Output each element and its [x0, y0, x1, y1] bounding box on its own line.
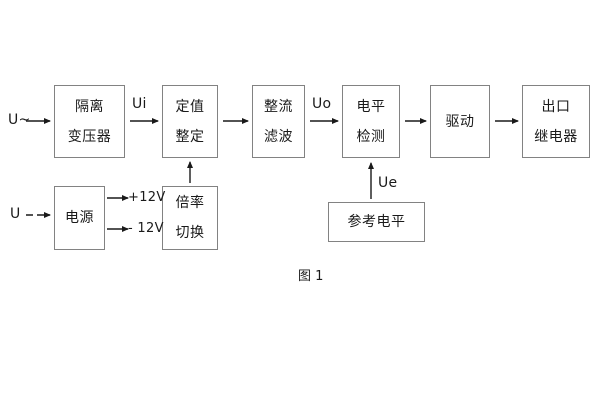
block-label-line: 滤波	[264, 128, 293, 145]
block-label-line: 整流	[264, 98, 293, 115]
block-setting-value[interactable]: 定值 整定	[162, 85, 218, 158]
block-label-line: 电源	[65, 210, 94, 226]
block-power-supply[interactable]: 电源	[54, 186, 105, 250]
block-label-line: 电平	[356, 98, 386, 115]
label-input-ac: U~	[8, 112, 31, 128]
block-label-line: 出口	[541, 98, 571, 115]
block-label-line: 驱动	[445, 113, 475, 130]
label-signal-ui: Ui	[132, 96, 147, 112]
figure-caption: 图 1	[298, 269, 324, 284]
block-drive[interactable]: 驱动	[430, 85, 490, 158]
label-rail-positive: +12V	[128, 190, 166, 205]
block-label-line: 检测	[356, 128, 386, 145]
block-reference-level[interactable]: 参考电平	[328, 202, 425, 242]
block-label-line: 整定	[175, 128, 205, 145]
block-isolation-transformer[interactable]: 隔离 变压器	[54, 85, 125, 158]
block-level-detection[interactable]: 电平 检测	[342, 85, 400, 158]
block-rectify-filter[interactable]: 整流 滤波	[252, 85, 305, 158]
block-label-line: 参考电平	[347, 214, 406, 230]
label-input-dc: U	[10, 206, 21, 222]
block-label-line: 倍率	[175, 195, 205, 211]
block-label-line: 隔离	[75, 98, 104, 115]
block-label-line: 继电器	[534, 128, 578, 145]
label-signal-ue: Ue	[378, 175, 398, 191]
label-rail-negative: - 12V	[128, 221, 164, 236]
block-multiplier-switch[interactable]: 倍率 切换	[162, 186, 218, 250]
block-label-line: 切换	[175, 225, 205, 241]
block-label-line: 定值	[175, 98, 205, 115]
block-output-relay[interactable]: 出口 继电器	[522, 85, 590, 158]
block-label-line: 变压器	[67, 128, 112, 145]
label-signal-uo: Uo	[312, 96, 332, 112]
